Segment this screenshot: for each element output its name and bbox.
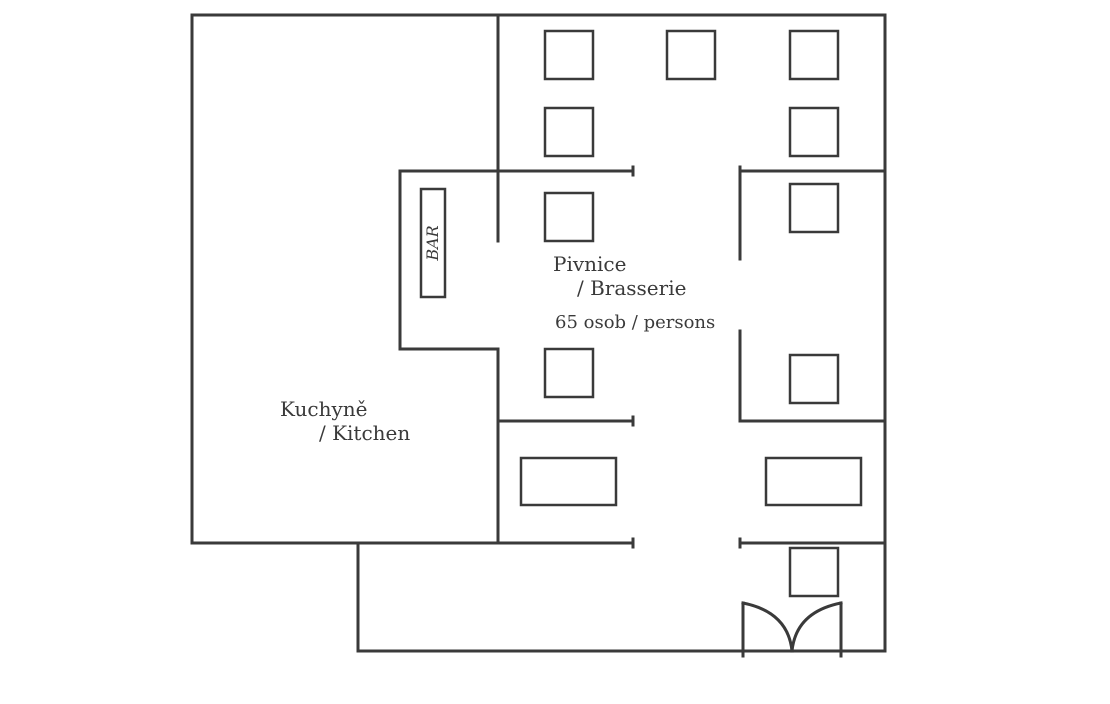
table bbox=[788, 353, 840, 405]
table bbox=[543, 347, 595, 399]
table bbox=[543, 106, 595, 158]
tables bbox=[519, 29, 863, 598]
door-swing-right bbox=[790, 601, 843, 653]
room-label-brasserie-line2: / Brasserie bbox=[577, 276, 687, 300]
capacity-label: 65 osob / persons bbox=[555, 312, 716, 333]
room-label-kitchen-line2: / Kitchen bbox=[319, 421, 411, 445]
walls bbox=[190, 13, 887, 653]
long-table bbox=[764, 456, 863, 507]
table bbox=[543, 191, 595, 243]
table bbox=[665, 29, 717, 81]
room-label-brasserie-line1: Pivnice bbox=[553, 252, 627, 276]
door-swing-left bbox=[741, 601, 794, 653]
table bbox=[788, 29, 840, 81]
bar-label: BAR bbox=[423, 225, 442, 261]
bar-counter bbox=[419, 187, 447, 299]
table bbox=[788, 182, 840, 234]
table bbox=[543, 29, 595, 81]
table bbox=[788, 106, 840, 158]
entrance-double-door bbox=[741, 601, 843, 658]
room-label-kitchen-line1: Kuchyně bbox=[280, 397, 368, 421]
table bbox=[788, 546, 840, 598]
long-table bbox=[519, 456, 618, 507]
